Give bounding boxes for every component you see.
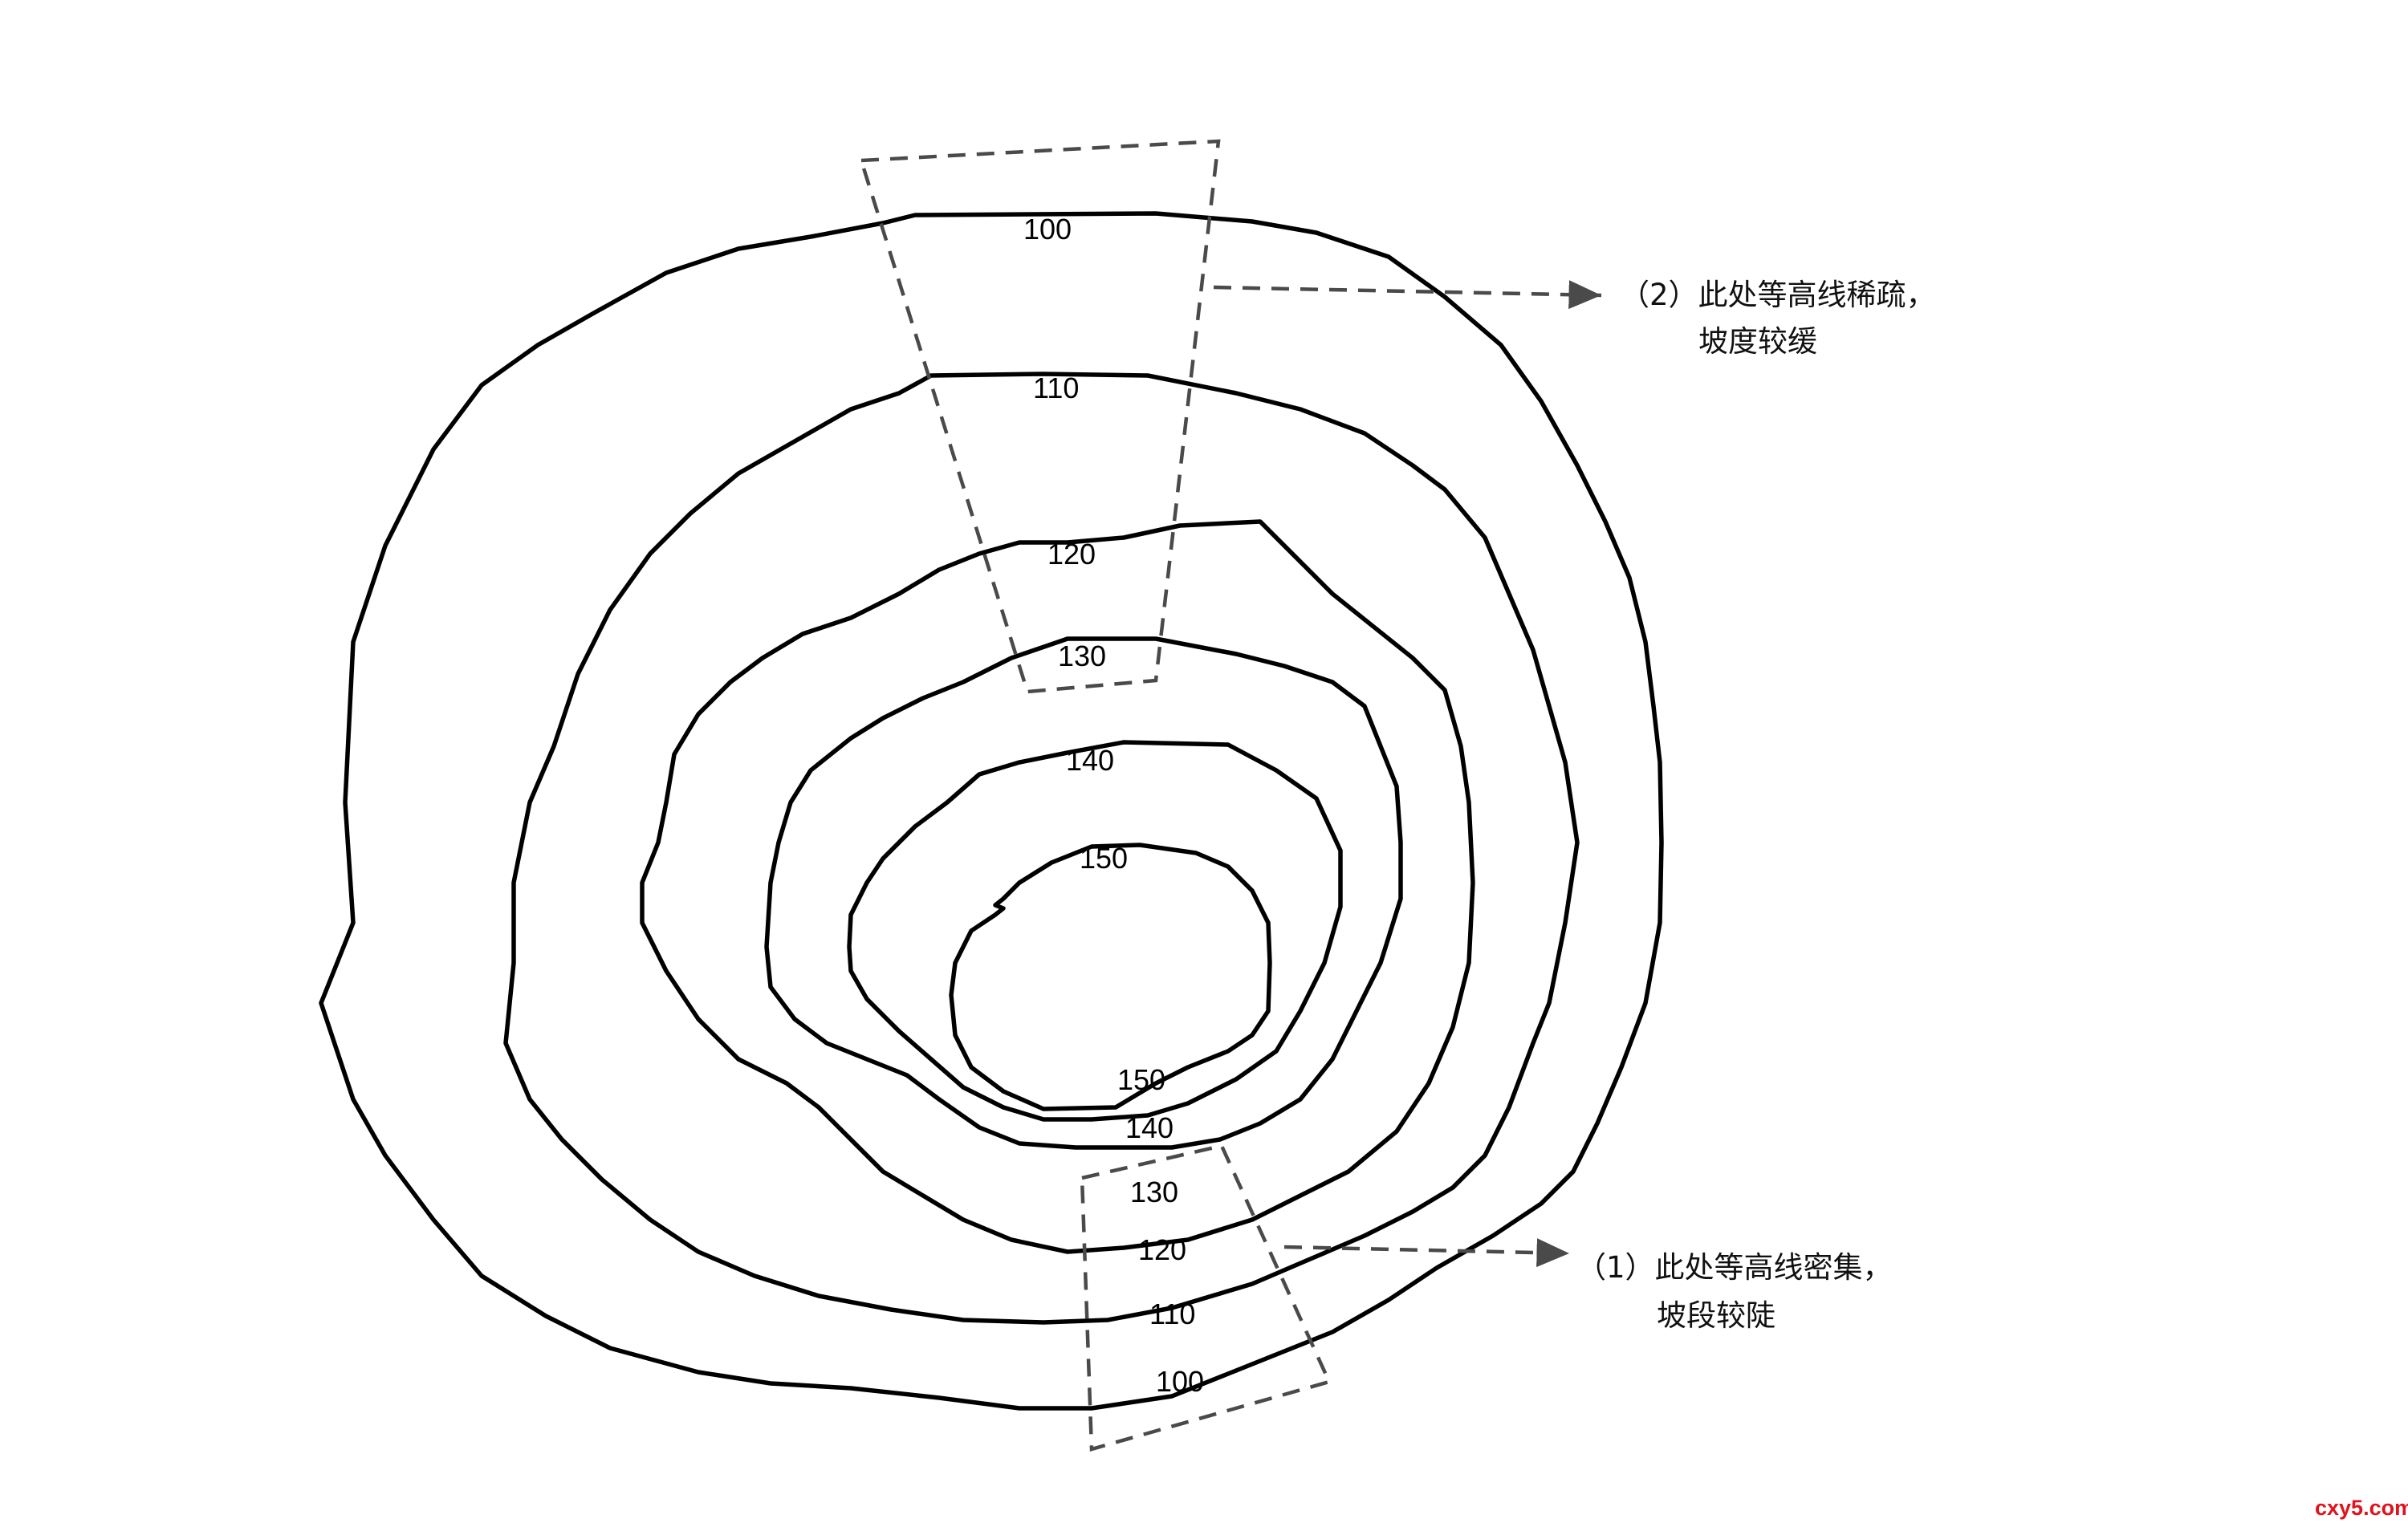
contour-label-bottom-100: 100	[1156, 1365, 1204, 1398]
contour-label-top-150: 150	[1080, 842, 1128, 875]
contour-label-bottom-130: 130	[1130, 1176, 1178, 1208]
contour-label-bottom-150: 150	[1117, 1063, 1165, 1096]
contour-label-top-140: 140	[1066, 744, 1114, 777]
contour-label-top-120: 120	[1047, 538, 1096, 571]
dense-region-box	[1080, 1143, 1332, 1452]
contour-label-top-130: 130	[1058, 640, 1106, 672]
contour-line-100	[319, 211, 1664, 1411]
contour-label-bottom-140: 140	[1125, 1111, 1173, 1144]
sparse-region-box	[858, 139, 1221, 694]
contour-label-bottom-110: 110	[1149, 1298, 1195, 1330]
contour-label-bottom-120: 120	[1138, 1233, 1186, 1266]
contour-line-130	[764, 636, 1403, 1150]
sparse-annotation-line2: 坡度较缓	[1698, 324, 1817, 359]
contour-label-top-100: 100	[1023, 213, 1072, 246]
sparse-annotation-arrow	[1213, 280, 1602, 310]
contour-line-140	[847, 740, 1343, 1122]
dense-annotation-line2: 坡段较陡	[1657, 1298, 1775, 1333]
contour-line-110	[503, 372, 1580, 1325]
contour-line-120	[640, 519, 1475, 1254]
sparse-annotation-line1: （2）此处等高线稀疏，	[1620, 278, 1936, 312]
dense-annotation-line1: （1）此处等高线密集，	[1576, 1250, 1893, 1285]
dense-annotation-arrow	[1283, 1238, 1570, 1268]
watermark: cxy5.com	[2315, 1496, 2408, 1520]
contour-label-top-110: 110	[1033, 372, 1079, 404]
contour-line-150	[949, 843, 1272, 1111]
